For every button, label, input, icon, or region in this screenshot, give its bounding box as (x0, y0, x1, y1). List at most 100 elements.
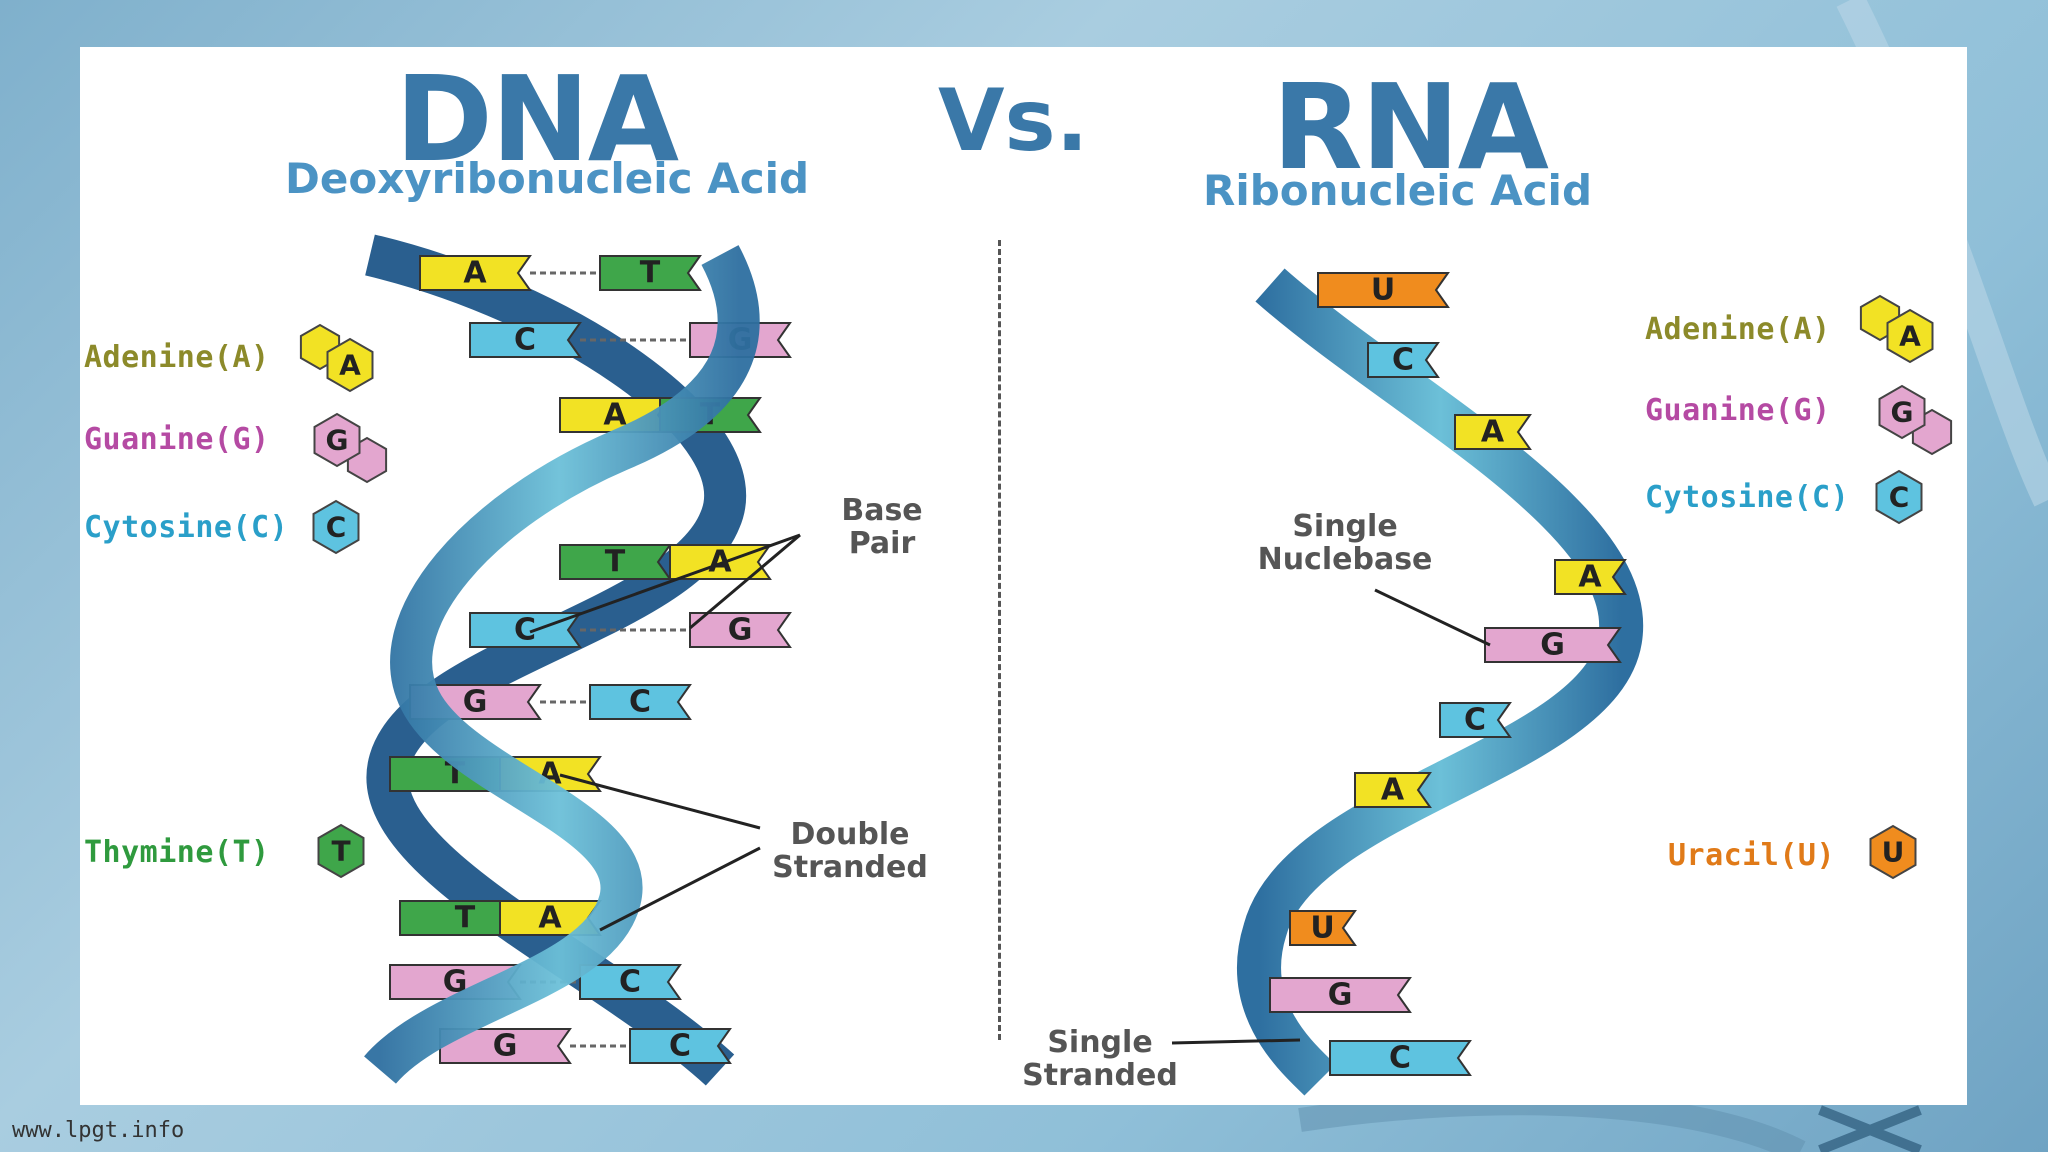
rna-legend-uracil-icon-letter: U (1882, 836, 1905, 869)
base-pair-line1: Base (841, 493, 923, 528)
rna-base-2-letter: A (1481, 415, 1505, 450)
single-nucleobase-leader (1374, 588, 1491, 647)
dna-legend-cytosine-label: Cytosine(C) (84, 510, 289, 545)
rna-base-2: A (1454, 414, 1532, 450)
rna-title: RNA (1272, 58, 1549, 196)
single-nucleobase-callout: Single Nuclebase (1245, 510, 1445, 576)
rna-legend-uracil-icon-hex (1869, 824, 1917, 880)
dna-pair-4-right-base-shape (689, 612, 792, 648)
dna-pair-0-left-base-letter: A (463, 256, 487, 291)
dna-legend-thymine-icon-letter: T (331, 835, 350, 868)
rna-base-1-shape (1367, 342, 1440, 378)
dna-legend-adenine-label: Adenine(A) (84, 340, 270, 375)
rna-base-5: C (1439, 702, 1512, 738)
dna-pair-9-left-base-letter: G (493, 1029, 518, 1064)
dna-pair-9-right-base-letter: C (669, 1029, 691, 1064)
dna-pair-0-right-base-letter: T (640, 256, 661, 291)
single-nucleobase-line1: Single (1292, 509, 1398, 544)
double-stranded-leader-1 (559, 773, 761, 830)
rna-base-3-shape (1554, 559, 1627, 595)
rna-base-5-shape (1439, 702, 1512, 738)
dna-pair-3-left-base-letter: T (605, 545, 626, 580)
rna-legend-guanine-icon-hex (1878, 384, 1926, 440)
rna-base-6-letter: A (1381, 773, 1405, 808)
dna-legend-thymine-icon: T (317, 823, 365, 879)
vs-title: Vs. (938, 71, 1089, 171)
dna-pair-4-right-base: G (689, 612, 792, 648)
rna-base-2-shape (1454, 414, 1532, 450)
rna-legend-uracil-icon: U (1869, 824, 1917, 880)
base-pair-leader-1 (529, 533, 801, 634)
base-pair-leader-2 (689, 533, 801, 630)
rna-base-9-shape (1329, 1040, 1472, 1076)
dna-pair-3-left-base-shape (559, 544, 672, 580)
center-divider (998, 240, 1001, 1040)
dna-pair-9-right-base: C (629, 1028, 732, 1064)
dna-legend-cytosine-icon: C (312, 499, 360, 555)
dna-pair-9-right-base-shape (629, 1028, 732, 1064)
single-stranded-leader (1171, 1038, 1301, 1045)
dna-legend-guanine-icon-letter: G (326, 424, 349, 457)
rna-base-3: A (1554, 559, 1627, 595)
rna-base-4-letter: G (1540, 628, 1565, 663)
dna-pair-5-left-base-letter: G (463, 685, 488, 720)
dna-legend-cytosine-icon-hex (312, 499, 360, 555)
dna-pair-0-left-base-shape (419, 255, 532, 291)
base-pair-callout: Base Pair (822, 494, 942, 560)
dna-pair-1-left-base-letter: C (514, 323, 536, 358)
single-stranded-callout: Single Stranded (1010, 1026, 1190, 1092)
dna-legend-adenine-icon-letter: A (339, 349, 361, 382)
diagram-panel (80, 47, 1967, 1105)
dna-pair-4-left-base-letter: C (514, 613, 536, 648)
rna-legend-guanine-icon-letter: G (1891, 396, 1914, 429)
rna-base-8: G (1269, 977, 1412, 1013)
rna-base-0-shape (1317, 272, 1450, 308)
rna-legend-adenine-icon: A (1859, 294, 1934, 364)
dna-pair-5-right-base-shape (589, 684, 692, 720)
double-stranded-callout: Double Stranded (765, 818, 935, 884)
rna-base-4-shape (1484, 627, 1622, 663)
rna-base-7-shape (1289, 910, 1357, 946)
dna-legend-guanine-icon-hex (313, 412, 361, 468)
dna-pair-1-left-base: C (469, 322, 582, 358)
rna-base-7-letter: U (1310, 911, 1334, 946)
rna-base-3-letter: A (1578, 560, 1602, 595)
dna-legend-cytosine-icon-letter: C (326, 511, 347, 544)
dna-title: DNA (395, 50, 679, 188)
rna-base-8-shape (1269, 977, 1412, 1013)
watermark: www.lpgt.info (12, 1118, 185, 1143)
rna-base-0-letter: U (1371, 273, 1395, 308)
rna-legend-guanine-label: Guanine(G) (1645, 393, 1831, 428)
dna-legend-guanine-icon: G (313, 412, 388, 484)
rna-legend-guanine-icon: G (1878, 384, 1953, 456)
rna-legend-cytosine-icon: C (1875, 469, 1923, 525)
rna-base-6: A (1354, 772, 1432, 808)
dna-pair-1-left-base-shape (469, 322, 582, 358)
single-nucleobase-line2: Nuclebase (1257, 542, 1433, 577)
rna-base-9: C (1329, 1040, 1472, 1076)
dna-legend-adenine-icon-hex (326, 337, 374, 393)
rna-base-6-shape (1354, 772, 1432, 808)
dna-subtitle: Deoxyribonucleic Acid (285, 154, 810, 203)
double-stranded-line2: Stranded (772, 850, 928, 885)
dna-pair-0-left-base: A (419, 255, 532, 291)
dna-pair-8-right-base: C (579, 964, 682, 1000)
dna-legend-thymine-label: Thymine(T) (84, 835, 270, 870)
double-stranded-leader-2 (599, 846, 761, 932)
rna-strand (1237, 268, 1644, 1096)
dna-pair-8-right-base-shape (579, 964, 682, 1000)
rna-base-7: U (1289, 910, 1357, 946)
rna-subtitle: Ribonucleic Acid (1203, 166, 1593, 215)
rna-base-1: C (1367, 342, 1440, 378)
dna-pair-4-right-base-letter: G (728, 613, 753, 648)
dna-pair-9-left-base-shape (439, 1028, 572, 1064)
rna-base-5-letter: C (1464, 703, 1486, 738)
dna-legend-thymine-icon-hex (317, 823, 365, 879)
dna-pair-0-right-base-shape (599, 255, 702, 291)
dna-pair-4-left-base: C (469, 612, 582, 648)
rna-legend-adenine-icon-hex (1886, 308, 1934, 364)
rna-base-9-letter: C (1389, 1041, 1411, 1076)
rna-legend-adenine-label: Adenine(A) (1645, 312, 1831, 347)
dna-strand-front (364, 245, 760, 1085)
dna-pair-5-right-base-letter: C (629, 685, 651, 720)
